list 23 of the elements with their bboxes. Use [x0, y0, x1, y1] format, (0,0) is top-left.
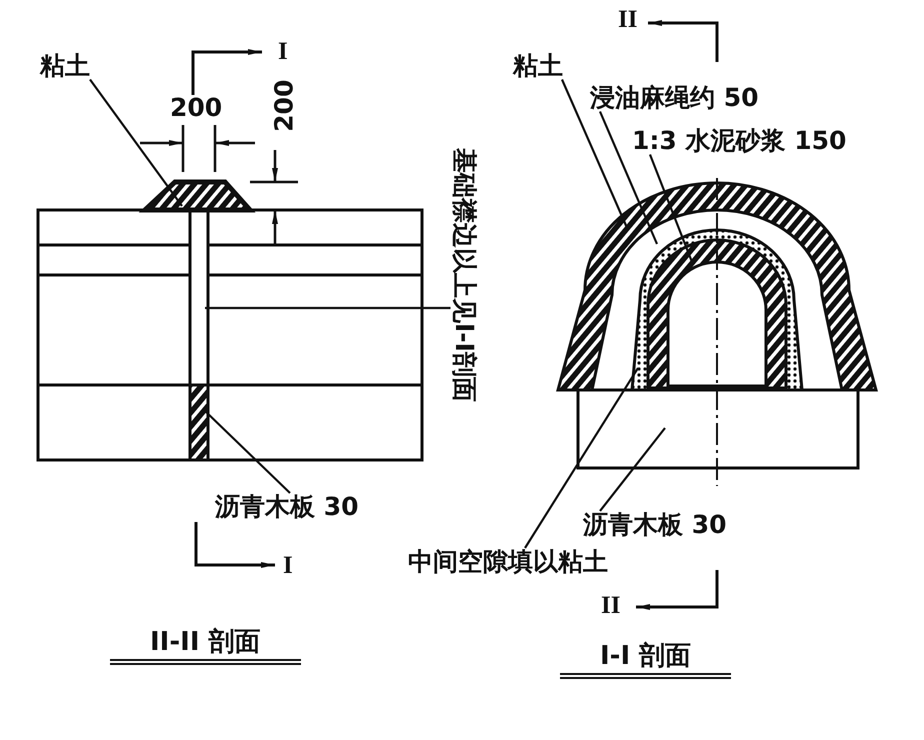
leader-line — [205, 306, 450, 310]
dimension-label: 200 — [170, 94, 222, 122]
leader-line — [648, 154, 694, 262]
callout-text: 沥青木板 30 — [583, 511, 726, 538]
callout-text: 基础襟边以上见I-I剖面 — [450, 148, 478, 402]
leader-line — [599, 427, 666, 512]
section-mark: II — [618, 6, 638, 34]
section-mark: I — [278, 38, 288, 66]
section-mark: I — [283, 552, 293, 580]
leader-line — [89, 78, 183, 207]
leader-line — [203, 409, 291, 494]
leader-line — [598, 111, 658, 244]
callout-text: 粘土 — [40, 52, 90, 80]
section-title: I-I 剖面 — [560, 642, 732, 679]
leader-line — [524, 367, 639, 549]
callout-text: 粘土 — [513, 52, 563, 80]
callout-text: 浸油麻绳约 50 — [590, 84, 758, 112]
section-title: II-II 剖面 — [110, 628, 301, 665]
dimension-label: 200 — [270, 80, 298, 132]
callout-text: 中间空隙填以粘土 — [408, 548, 608, 576]
callout-text: 沥青木板 30 — [215, 493, 358, 520]
section-mark: II — [601, 592, 620, 620]
callout-text: 1:3 水泥砂浆 150 — [632, 127, 846, 154]
